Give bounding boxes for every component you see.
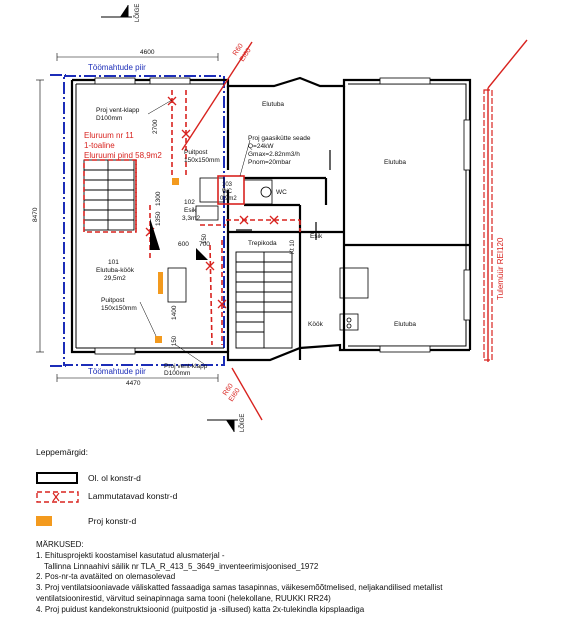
vent-label-top-2: D100mm <box>96 115 122 122</box>
firewall-line <box>487 39 528 362</box>
demolish-cross-marks <box>145 96 279 309</box>
dim-700: 700 <box>199 241 210 248</box>
fire-line-ei60 <box>181 41 263 421</box>
room-wc: WC <box>276 189 287 196</box>
vent-label-top-1: Proj vent-klapp <box>96 107 140 114</box>
legend-label-existing: Ol. ol konstr-d <box>88 473 141 483</box>
legend-panel: Leppemärgid: Ol. ol konstr-d Lammutatava… <box>0 444 567 627</box>
post-label-top-1: Puitpost <box>184 149 208 156</box>
section-marker-top: LÕIGE <box>101 4 141 22</box>
existing-walls <box>70 76 472 362</box>
dim-1350: 1350 <box>155 211 162 226</box>
dim-1300: 1300 <box>155 191 162 206</box>
gas-device-gmax: Gmax=2.82nm3/h <box>248 151 300 158</box>
wc-projected-box <box>217 175 245 205</box>
stair-apartment-demolish <box>83 159 137 233</box>
legend-label-demolish: Lammutatavad konstr-d <box>88 491 178 501</box>
firewall-label: Tulemüür REI120 <box>496 237 505 300</box>
gas-device-pnom: Pnom=20mbar <box>248 159 292 166</box>
windows <box>94 77 471 355</box>
firewall-wall <box>483 89 493 361</box>
note-3b: ventilatsioonirestid, värvitud seinapinn… <box>36 593 331 603</box>
misc-marks <box>236 150 331 240</box>
room-kt: Kt 10 <box>290 239 296 254</box>
vent-label-bottom-2: D100mm <box>164 370 190 377</box>
dimension-top-label: 4600 <box>140 49 155 56</box>
room-trepikoda: Trepikoda <box>248 240 277 247</box>
note-3a: 3. Proj ventilatsiooniavade väliskatted … <box>36 583 443 593</box>
legend-label-projected: Proj konstr-d <box>88 516 137 526</box>
room-101-area: 29,5m2 <box>104 275 126 282</box>
demolished-structures <box>149 90 301 346</box>
dim-1400: 1400 <box>171 305 178 320</box>
stair-apartment <box>83 159 135 231</box>
room-elutuba-bottom: Elutuba <box>394 321 416 328</box>
dimension-bottom <box>56 374 219 382</box>
work-area-boundary <box>50 74 225 367</box>
legend-swatch-projected <box>36 516 52 526</box>
dim-600: 600 <box>178 241 189 248</box>
dimension-left-label: 8470 <box>32 207 39 222</box>
room-esik: Esik <box>310 233 323 240</box>
projected-posts <box>155 178 179 343</box>
note-4: 4. Proj puidust kandekonstruktsioonid (p… <box>36 604 365 614</box>
room-101-name: Elutuba-köök <box>96 267 135 274</box>
dim-150-a: 150 <box>172 335 178 346</box>
room-102-number: 102 <box>184 199 195 206</box>
room-kook: Köök <box>308 321 324 328</box>
apartment-type: 1-toaline <box>84 141 115 150</box>
gas-device-title: Proj gaasikütte seade <box>248 135 311 142</box>
note-1a: 1. Ehitusprojekti koostamisel kasutatud … <box>36 550 225 560</box>
post-label-top-2: 150x150mm <box>184 157 220 164</box>
dimension-left <box>36 79 44 353</box>
room-103-number: 103 <box>222 182 233 188</box>
notes-block: MÄRKUSED: 1. Ehitusprojekti koostamisel … <box>36 540 442 616</box>
gas-device-q: Q=24kW <box>248 143 274 150</box>
room-102-name: Esik <box>184 207 197 214</box>
leader-lines <box>139 99 251 365</box>
legend-title: Leppemärgid: <box>36 447 88 457</box>
room-elutuba-top: Elutuba <box>262 101 284 108</box>
work-area-label-top: Töömahtude piir <box>88 63 146 72</box>
stairwell <box>235 251 293 349</box>
dimension-top <box>56 53 219 61</box>
section-marker-bottom-label: LÕIGE <box>239 414 246 432</box>
apartment-area: Eluruumi pind 58,9m2 <box>84 151 162 160</box>
dim-150-b: 150 <box>202 233 208 244</box>
notes-title: MÄRKUSED: <box>36 540 84 549</box>
legend-swatch-existing <box>36 472 78 484</box>
kitchen-fixtures <box>167 267 369 331</box>
section-marker-top-label: LÕIGE <box>134 4 141 22</box>
room-103-area: 0,9m2 <box>220 196 237 202</box>
dim-2700: 2700 <box>152 119 159 134</box>
note-1b: Tallinna Linnaahivi säilik nr TLA_R_413_… <box>44 561 319 571</box>
room-101-number: 101 <box>108 259 119 266</box>
note-2: 2. Pos-nr-ta avatäited on olemasolevad <box>36 572 176 582</box>
dimension-bottom-label: 4470 <box>126 380 141 387</box>
apartment-number: Eluruum nr 11 <box>84 131 134 140</box>
vent-symbols <box>150 218 208 260</box>
legend-swatch-demolish <box>36 491 79 503</box>
room-103-name: WC <box>222 189 233 195</box>
work-area-label-bottom: Töömahtude piir <box>88 367 146 376</box>
post-label-bottom-1: Puitpost <box>101 297 125 304</box>
section-marker-bottom: LÕIGE <box>207 414 246 432</box>
room-102-area: 3,3m2 <box>182 215 200 222</box>
room-elutuba-right: Elutuba <box>384 159 406 166</box>
post-label-bottom-2: 150x150mm <box>101 305 137 312</box>
vent-label-bottom-1: Proj vent-klapp <box>164 363 208 370</box>
